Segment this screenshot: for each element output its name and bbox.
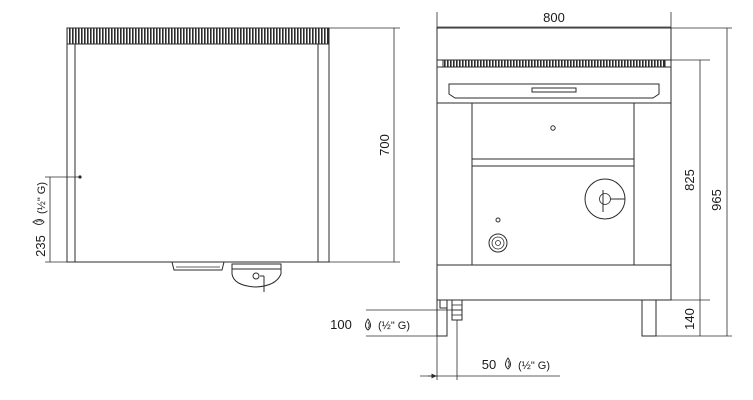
dim-front-50-thread: (½" G) [518, 360, 550, 372]
side-view: 700 235 (½" G) [32, 27, 400, 292]
dim-height-965: 965 [656, 27, 732, 337]
dim-height-965-label: 965 [709, 189, 724, 211]
dim-height-825: 825 [671, 59, 710, 301]
front-top-grille [442, 59, 666, 68]
front-main-knob[interactable] [584, 178, 626, 220]
front-upper-indicator [550, 125, 556, 131]
front-top-frame [436, 27, 672, 61]
dim-width-800: 800 [436, 10, 672, 28]
water-drop-icon [32, 219, 45, 225]
dim-depth-700: 700 [329, 27, 400, 263]
dim-front-100-label: 100 [330, 317, 352, 332]
dim-side-235-label: 235 [33, 235, 48, 257]
water-drop-icon [505, 357, 511, 370]
front-legs [436, 299, 657, 337]
dim-side-235: 235 (½" G) [32, 175, 82, 263]
front-small-knob[interactable] [488, 233, 508, 253]
side-knob [231, 263, 282, 292]
dim-front-100: 100 (½" G) [330, 309, 462, 380]
water-drop-icon [365, 318, 371, 331]
front-lower-panel [471, 165, 635, 266]
dim-depth-700-label: 700 [377, 134, 392, 156]
dim-side-235-thread: (½" G) [36, 182, 48, 214]
dim-width-800-label: 800 [543, 10, 565, 25]
front-cooking-plate [448, 83, 660, 99]
front-plate-handle [531, 87, 577, 93]
dim-leg-140: 140 [682, 300, 701, 336]
dim-front-100-thread: (½" G) [378, 320, 410, 332]
dim-height-825-label: 825 [682, 169, 697, 191]
front-view: 800 825 965 140 100 [330, 10, 732, 380]
front-pilot-light [495, 217, 501, 223]
dim-leg-140-label: 140 [682, 308, 697, 330]
side-body [66, 43, 330, 263]
side-top-grille [66, 27, 330, 45]
dim-front-50-label: 50 [482, 357, 496, 372]
dim-front-50: 50 (½" G) [420, 357, 560, 379]
side-drawer-handle [171, 261, 225, 271]
